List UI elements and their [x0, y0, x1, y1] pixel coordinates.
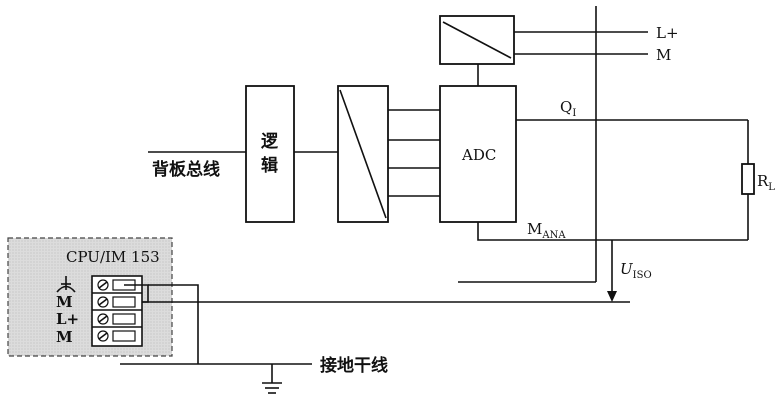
- logic-block-label-2: 辑: [261, 155, 278, 176]
- terminal-label-m1: M: [56, 293, 73, 311]
- terminal-2: [97, 296, 136, 308]
- terminal-3: [97, 313, 136, 325]
- mana-label: MANA: [527, 220, 566, 241]
- isolator-diagonal: [339, 89, 387, 219]
- logic-block-label-1: 逻: [261, 132, 279, 152]
- adc-label: ADC: [461, 146, 496, 164]
- qi-label: QI: [560, 98, 576, 119]
- mana-line: [477, 222, 748, 241]
- adc-block: [439, 85, 517, 223]
- logic-block: [245, 85, 295, 223]
- terminal-label-lplus: L+: [56, 310, 79, 328]
- terminal-label-m2: M: [56, 328, 73, 346]
- terminal-plug: [112, 330, 136, 342]
- terminal-plug: [112, 296, 136, 308]
- load-resistor: [741, 163, 755, 195]
- terminal-4: [97, 330, 136, 342]
- dcdc-diagonal: [442, 21, 512, 59]
- cpu-ground-line: [148, 284, 199, 364]
- terminal-jumper: [124, 284, 149, 303]
- ground-bus-label: 接地干线: [320, 355, 388, 376]
- chassis-ground-icon: [56, 276, 76, 293]
- uiso-label: UISO: [620, 260, 652, 281]
- uiso-arrow-head: [607, 291, 617, 302]
- terminal-plug: [112, 313, 136, 325]
- load-label: RL: [757, 172, 775, 193]
- earth-ground-icon: [262, 364, 282, 394]
- cpu-module-frame: [7, 237, 173, 357]
- supply-lplus-label: L+: [656, 24, 679, 42]
- supply-m-label: M: [656, 46, 671, 64]
- cpu-module-title: CPU/IM 153: [66, 248, 160, 266]
- backplane-bus-label: 背板总线: [152, 159, 220, 180]
